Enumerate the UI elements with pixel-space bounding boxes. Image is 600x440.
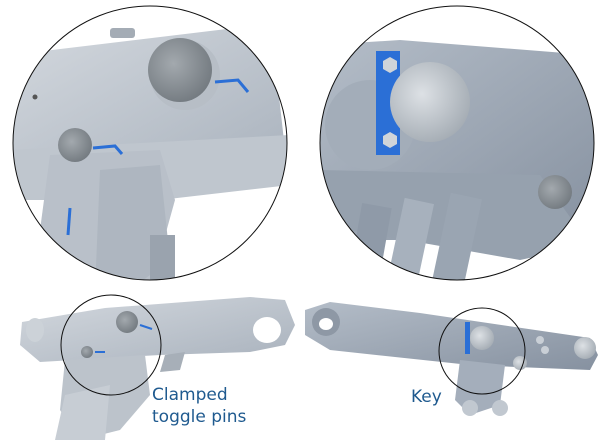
left-detail-view [13, 6, 287, 280]
right-assembly-view [305, 302, 598, 416]
right-detail-outline [319, 5, 595, 281]
clamped-toggle-pins-label: Clamped toggle pins [152, 385, 247, 427]
key-label: Key [411, 387, 442, 407]
left-detail-outline [12, 5, 288, 281]
right-assembly-highlight [438, 307, 526, 395]
left-assembly-view [20, 297, 295, 440]
left-assembly-highlight [60, 294, 162, 396]
